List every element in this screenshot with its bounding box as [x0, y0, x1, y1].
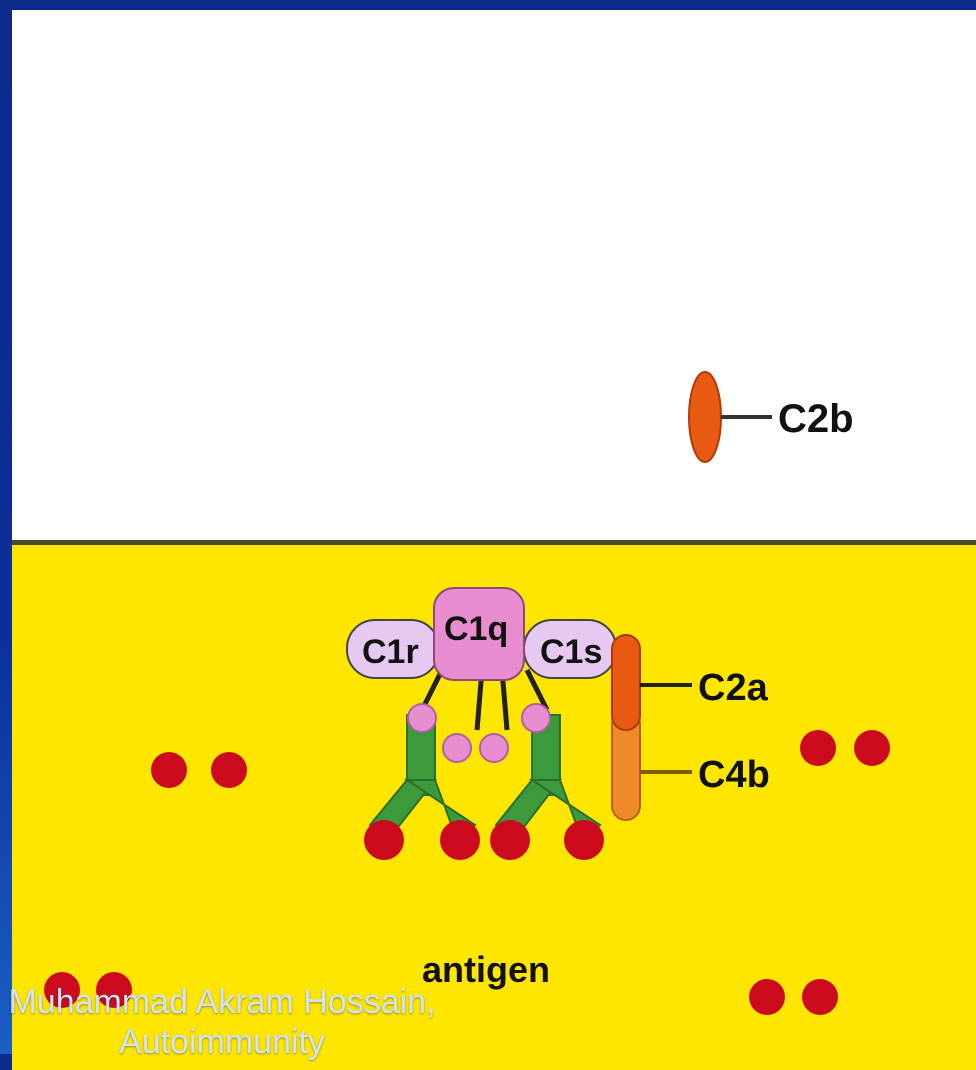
author-credit: Muhammad Akram Hossain, Autoimmunity	[0, 982, 452, 1062]
membrane-boundary	[12, 540, 976, 545]
antigen-dots-bottom-left	[44, 972, 132, 1008]
c1q-subunit	[433, 587, 525, 681]
c1q-label: C1q	[444, 610, 508, 648]
antigen-dots-bottom-right	[749, 979, 838, 1015]
c1s-label: C1s	[540, 633, 602, 671]
antigen-dots-right	[800, 730, 890, 766]
credit-line-2: Autoimmunity	[119, 1023, 325, 1061]
c1r-label: C1r	[362, 633, 419, 671]
c4b-label: C4b	[698, 754, 770, 796]
bound-antigens	[364, 820, 604, 860]
complement-diagram: C2b	[12, 10, 976, 1070]
c2b-label: C2b	[778, 397, 854, 441]
fluid-phase-region	[12, 10, 976, 540]
credit-line-1: Muhammad Akram Hossain,	[8, 983, 436, 1021]
c2b-fragment: C2b	[688, 371, 854, 463]
slide-panel: C2b	[12, 10, 976, 1070]
c2a-label: C2a	[698, 667, 769, 709]
antigen-label: antigen	[422, 949, 550, 990]
c2a-fragment	[611, 634, 641, 731]
antigen-dots-left	[151, 752, 247, 788]
c4b2a-complex: C2a C4b	[611, 634, 770, 821]
c1-complex: C1r C1s C1q	[346, 587, 617, 763]
